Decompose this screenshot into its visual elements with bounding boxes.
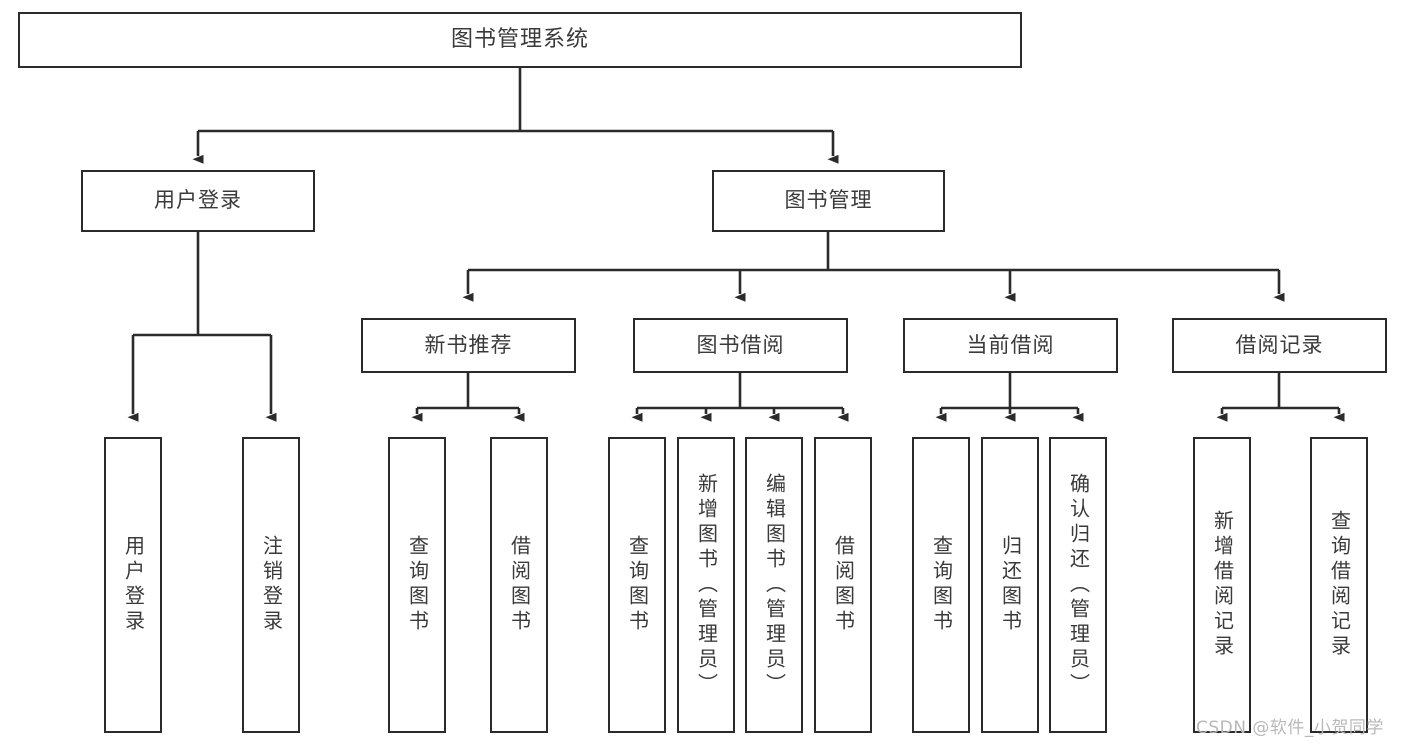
node-label: 编辑图书（管理员） (762, 472, 787, 698)
node-label: 图书管理系统 (450, 26, 589, 52)
node-label: 借阅图书 (831, 535, 856, 635)
node-root[interactable]: 图书管理系统 (18, 12, 1022, 68)
node-book-borrow[interactable]: 图书借阅 (633, 318, 848, 373)
watermark: CSDN @软件_小贺同学 (1196, 718, 1384, 738)
node-label: 归还图书 (998, 535, 1023, 635)
node-label: 用户登录 (154, 188, 242, 213)
node-label: 查询图书 (625, 535, 650, 635)
node-label: 借阅图书 (507, 535, 532, 635)
node-label: 图书管理 (784, 188, 873, 213)
node-new-book-recommend[interactable]: 新书推荐 (361, 318, 576, 373)
node-label: 新书推荐 (424, 332, 513, 357)
node-label: 当前借阅 (966, 332, 1055, 357)
leaf-query-book-borrow[interactable]: 查询图书 (608, 437, 666, 733)
node-label: 图书借阅 (696, 332, 785, 357)
leaf-query-book-recommend[interactable]: 查询图书 (388, 437, 446, 733)
node-label: 查询借阅记录 (1327, 510, 1352, 660)
leaf-query-book-current[interactable]: 查询图书 (912, 437, 970, 733)
node-current-borrow[interactable]: 当前借阅 (903, 318, 1118, 373)
leaf-return-book[interactable]: 归还图书 (981, 437, 1039, 733)
leaf-add-book-admin[interactable]: 新增图书（管理员） (677, 437, 735, 733)
node-label: 新增图书（管理员） (694, 472, 719, 698)
node-label: 注销登录 (259, 535, 284, 635)
node-label: 新增借阅记录 (1210, 510, 1235, 660)
node-label: 借阅记录 (1235, 332, 1324, 357)
leaf-user-login[interactable]: 用户登录 (104, 437, 162, 733)
node-label: 用户登录 (121, 535, 146, 635)
leaf-borrow-book-recommend[interactable]: 借阅图书 (490, 437, 548, 733)
node-label: 查询图书 (405, 535, 430, 635)
leaf-logout[interactable]: 注销登录 (242, 437, 300, 733)
node-label: 查询图书 (929, 535, 954, 635)
leaf-query-borrow-record[interactable]: 查询借阅记录 (1310, 437, 1368, 733)
node-user-login[interactable]: 用户登录 (81, 170, 315, 232)
node-label: 确认归还（管理员） (1066, 472, 1091, 698)
node-book-manage[interactable]: 图书管理 (712, 170, 945, 232)
leaf-borrow-book-borrow[interactable]: 借阅图书 (814, 437, 872, 733)
node-borrow-record[interactable]: 借阅记录 (1172, 318, 1387, 373)
leaf-edit-book-admin[interactable]: 编辑图书（管理员） (745, 437, 803, 733)
leaf-confirm-return-admin[interactable]: 确认归还（管理员） (1049, 437, 1107, 733)
leaf-add-borrow-record[interactable]: 新增借阅记录 (1193, 437, 1251, 733)
